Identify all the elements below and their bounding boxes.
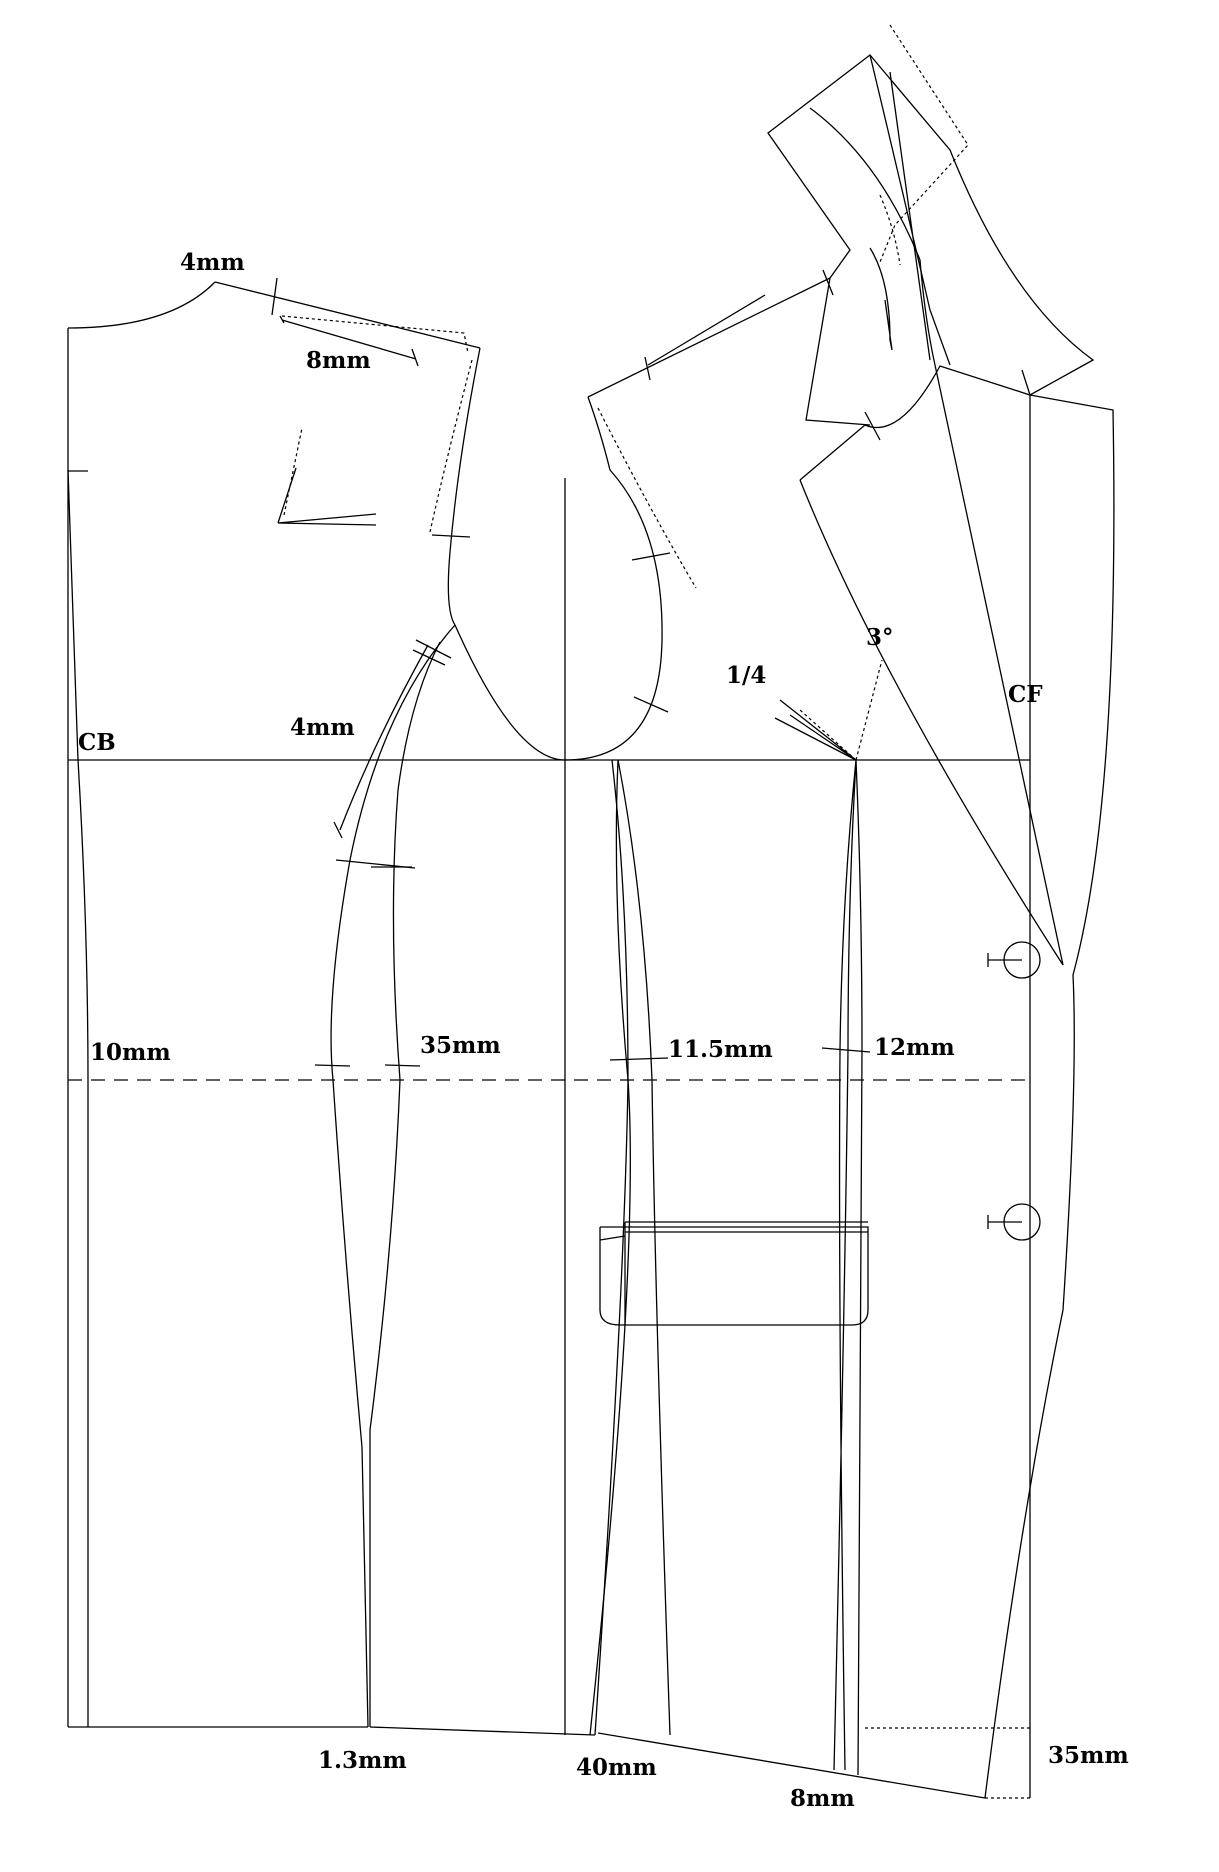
label-hem-side: 40mm bbox=[576, 1754, 657, 1781]
front-dart bbox=[833, 759, 863, 1776]
front-shoulder-seam bbox=[587, 277, 831, 398]
pocket-outline bbox=[599, 1226, 869, 1326]
center-back-seam bbox=[67, 469, 89, 1727]
label-cf: CF bbox=[1008, 681, 1043, 708]
front-edge bbox=[984, 394, 1115, 1799]
back-armhole bbox=[447, 347, 481, 626]
label-hem-back: 1.3mm bbox=[318, 1747, 407, 1774]
back-shoulder-dart bbox=[277, 467, 377, 526]
front-side-panel-seam bbox=[617, 759, 671, 1736]
front-side-panel-seam-2 bbox=[594, 759, 629, 1736]
front-dart-top-dotted bbox=[799, 659, 883, 761]
back-shoulder-dart-dotted bbox=[283, 427, 303, 516]
label-angle: 3° bbox=[866, 624, 894, 651]
lapel-break-line bbox=[799, 479, 1064, 966]
lapel-outline bbox=[767, 54, 1095, 481]
front-armhole bbox=[454, 396, 663, 761]
waist-marker-front-side bbox=[609, 1057, 669, 1061]
collar-lapel bbox=[767, 24, 1095, 481]
armhole-notch-1 bbox=[431, 534, 471, 538]
front-shoulder-notch-2 bbox=[822, 269, 834, 296]
label-shoulder: 8mm bbox=[306, 347, 371, 374]
front-dart-top bbox=[774, 699, 857, 761]
front-armhole-dotted bbox=[597, 407, 697, 589]
side-back-hem bbox=[369, 1726, 596, 1736]
label-hem-front: 8mm bbox=[790, 1785, 855, 1812]
front-shoulder-notch bbox=[644, 356, 651, 381]
collar-inner-line bbox=[869, 247, 893, 351]
label-waist-front: 12mm bbox=[874, 1034, 955, 1061]
collar-notch bbox=[864, 411, 881, 441]
measurement-labels: CB CF 4mm 8mm 4mm 10mm 35mm 11.5mm 12mm … bbox=[78, 249, 1129, 1812]
collar-dotted-1 bbox=[879, 24, 969, 263]
front-side-panel-inner bbox=[589, 759, 631, 1736]
lapel-roll-line bbox=[934, 364, 1064, 966]
back-armhole-dotted bbox=[429, 359, 473, 533]
pocket-flap bbox=[599, 1221, 869, 1326]
side-notch bbox=[412, 649, 446, 666]
front-panel bbox=[454, 269, 1115, 1799]
waist-marker-front bbox=[821, 1047, 871, 1053]
collar-notch-2 bbox=[1021, 369, 1031, 396]
reference-lines bbox=[68, 395, 1031, 1798]
back-neckline bbox=[67, 281, 216, 329]
label-waist-side-front: 11.5mm bbox=[668, 1036, 773, 1063]
front-shoulder-dotted-line bbox=[647, 294, 766, 366]
shoulder-adjust-line bbox=[279, 315, 419, 367]
front-armhole-notch-2 bbox=[633, 696, 669, 713]
shoulder-notch bbox=[271, 277, 278, 316]
front-armhole-notch-1 bbox=[631, 552, 671, 561]
back-shoulder-seam bbox=[214, 281, 481, 349]
shoulder-adjust-dotted bbox=[281, 315, 469, 354]
pocket-top-3 bbox=[599, 1235, 626, 1241]
buttons bbox=[987, 941, 1041, 1241]
collar-fold-line bbox=[869, 54, 951, 366]
collar-dotted-2 bbox=[879, 194, 901, 266]
back-panel bbox=[67, 277, 596, 1736]
label-cb: CB bbox=[78, 729, 116, 756]
back-side-adjust-line bbox=[333, 644, 429, 869]
label-waist-side: 35mm bbox=[420, 1032, 501, 1059]
label-neck-back: 4mm bbox=[180, 249, 245, 276]
armhole-notch-2 bbox=[415, 639, 452, 659]
waist-marker-back bbox=[314, 1064, 351, 1067]
side-back-seam bbox=[369, 641, 441, 1727]
label-hem-cf: 35mm bbox=[1048, 1742, 1129, 1769]
waist-marker-side bbox=[384, 1064, 421, 1067]
collar-stand bbox=[809, 107, 936, 366]
label-dart-ratio: 1/4 bbox=[726, 662, 766, 689]
front-hem bbox=[597, 1732, 986, 1799]
back-side-seam bbox=[330, 624, 456, 1728]
label-waist-back: 10mm bbox=[90, 1039, 171, 1066]
label-back-side: 4mm bbox=[290, 714, 355, 741]
